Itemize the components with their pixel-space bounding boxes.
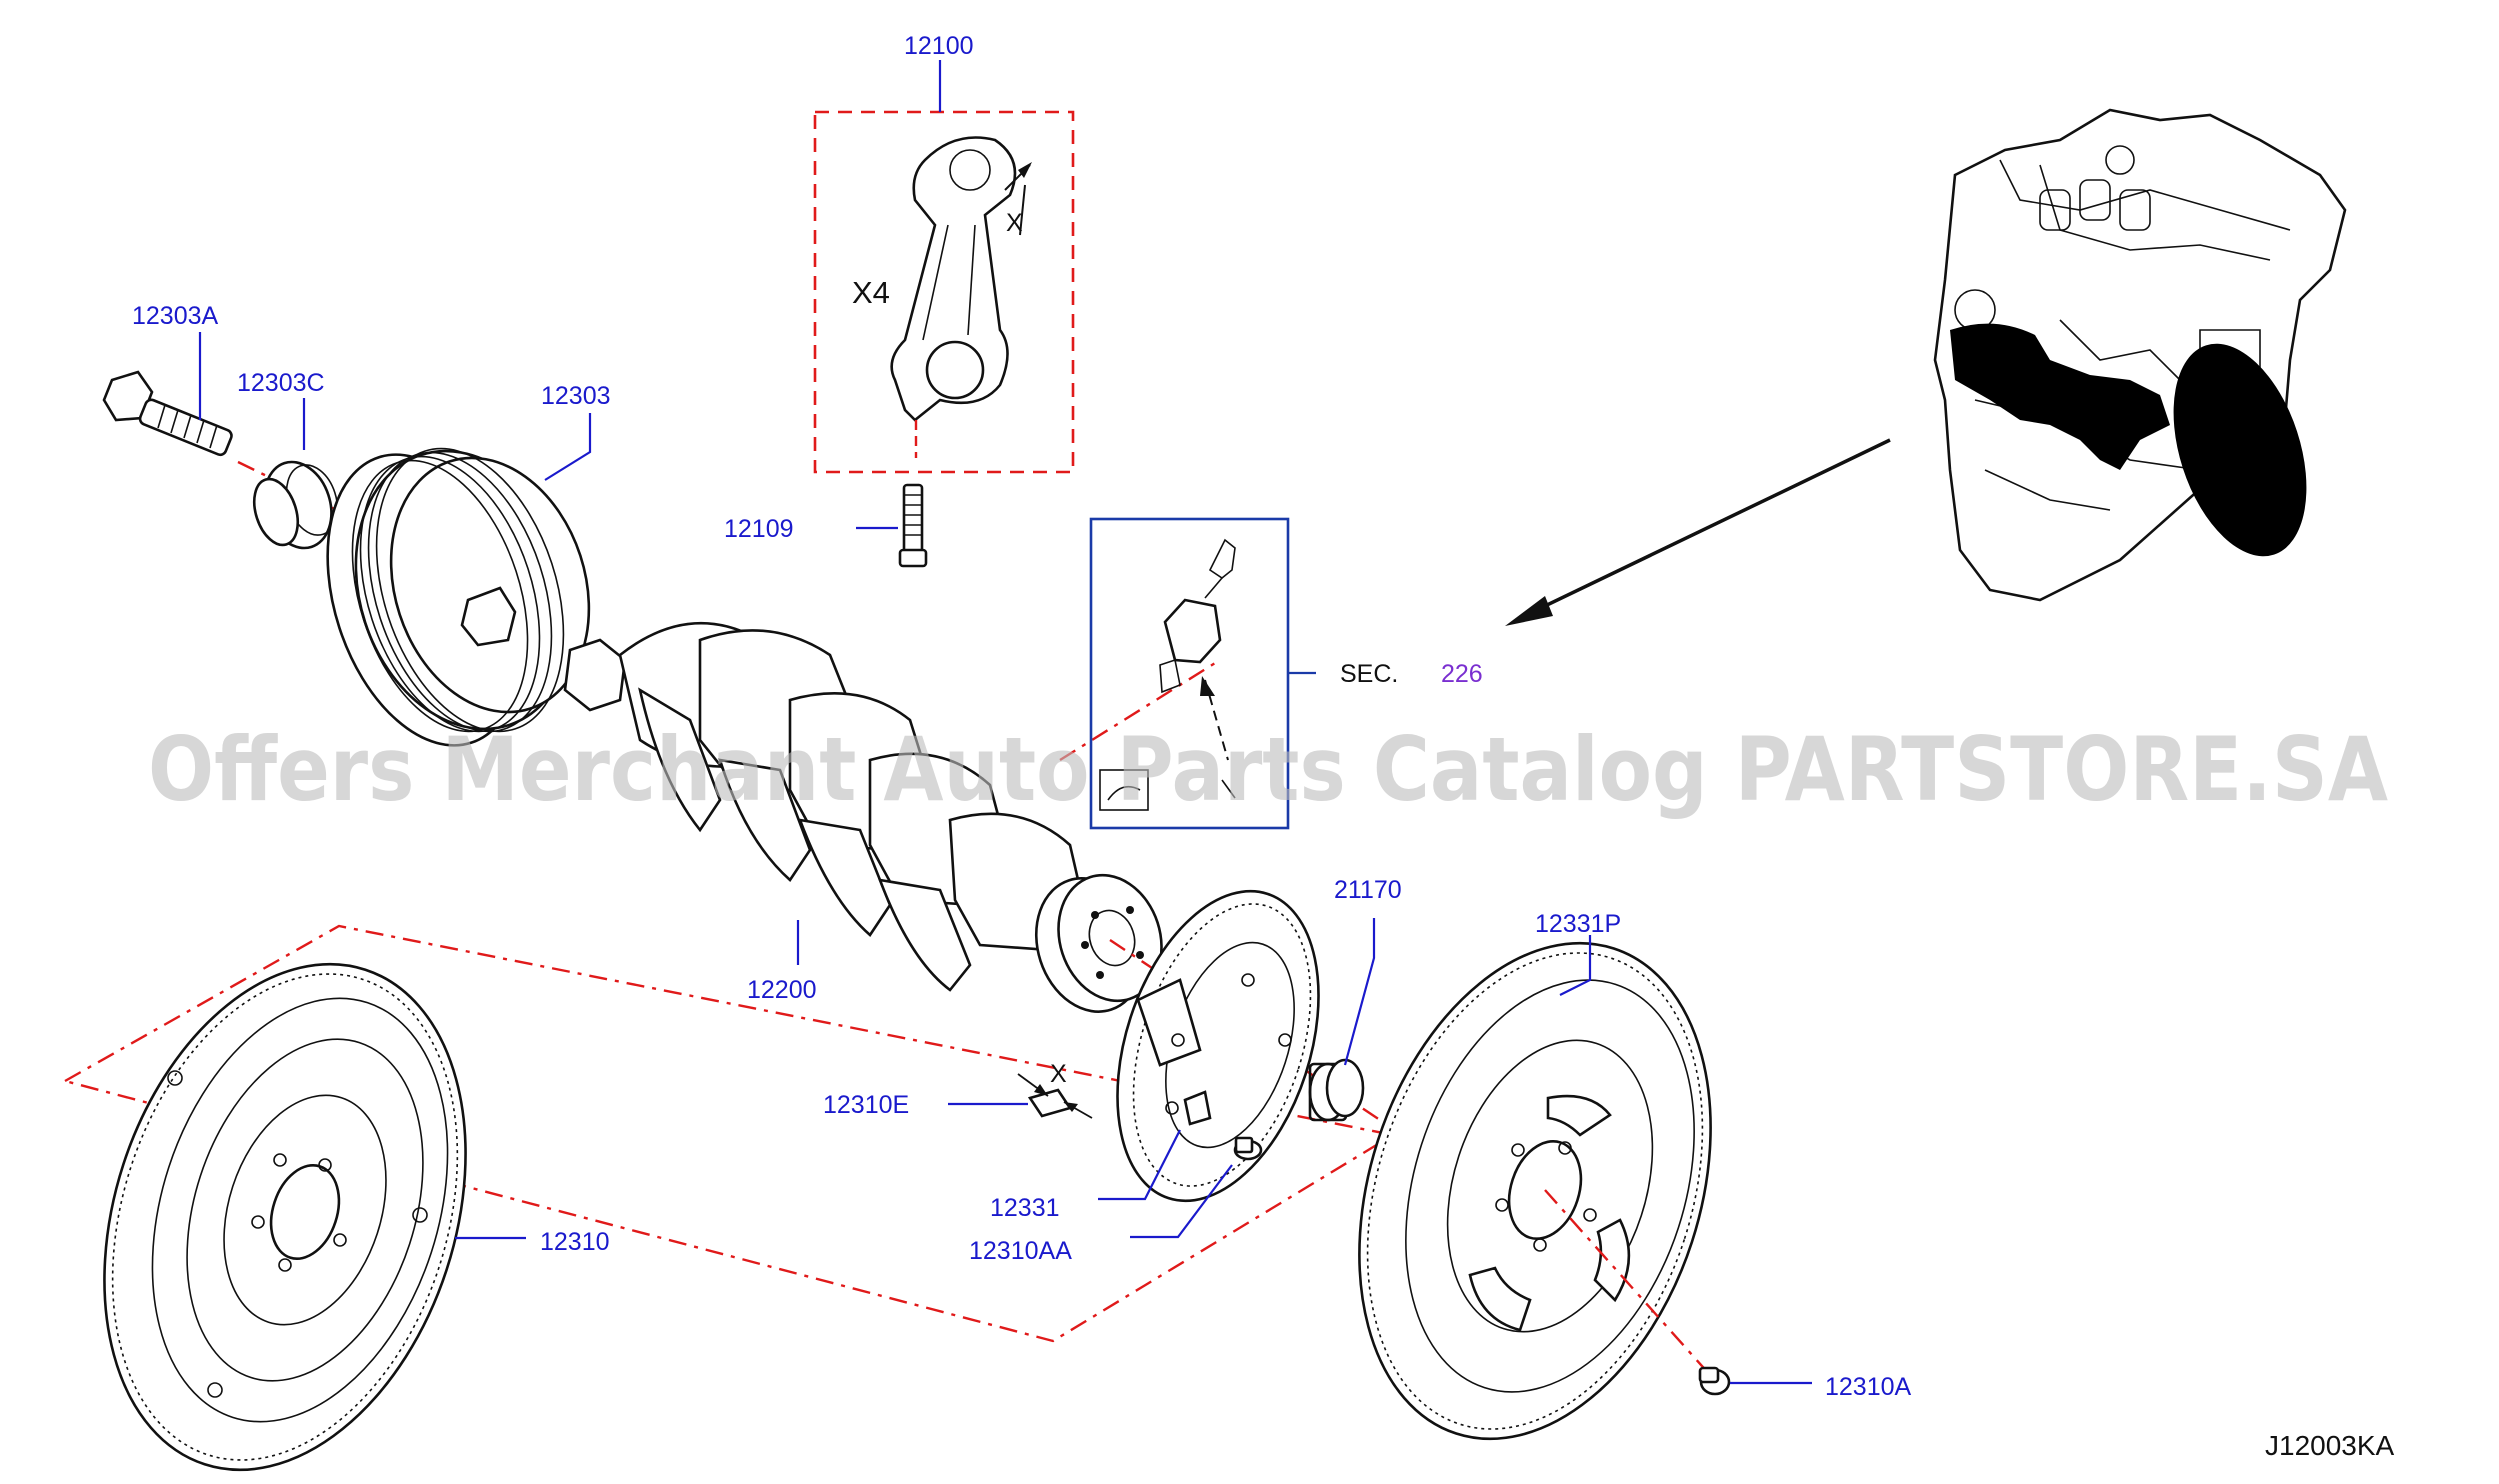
part-labels: 12100 12303A 12303C 12303 12109 X4 X SEC… [132,32,1912,1401]
section-226-detail [1089,517,1290,830]
label-12100[interactable]: 12100 [904,32,974,60]
pulley-bolt[interactable] [102,370,233,457]
dual-mass-flywheel[interactable] [1299,897,1770,1484]
crankshaft-pulley[interactable] [293,423,620,771]
label-12310E[interactable]: 12310E [823,1091,909,1119]
label-12200[interactable]: 12200 [747,976,817,1004]
drive-plate[interactable] [1081,865,1355,1226]
label-sec-226[interactable]: 226 [1441,660,1483,688]
drive-plate-bolt[interactable] [1233,1136,1263,1161]
crankshaft[interactable] [563,621,1177,1026]
pulley-washer[interactable] [246,453,345,556]
label-12310[interactable]: 12310 [540,1228,610,1256]
label-12310A[interactable]: 12310A [1825,1373,1912,1401]
engine-reference-illustration [1505,108,2347,626]
diagram-code: J12003KA [2265,1430,2395,1461]
label-21170[interactable]: 21170 [1334,876,1402,904]
connecting-rod-box [813,110,1075,474]
connecting-rod-group [813,110,1075,474]
label-x-rod: X [1006,209,1023,237]
pilot-bushing[interactable] [1308,1058,1365,1122]
label-12331P[interactable]: 12331P [1535,910,1621,938]
label-x4: X4 [852,275,890,310]
flywheel[interactable] [43,917,527,1484]
label-12303C[interactable]: 12303C [237,369,325,397]
label-12109[interactable]: 12109 [724,515,794,543]
leader-lines [198,60,1812,1385]
label-x-plate: X [1050,1060,1067,1088]
flywheel-bolt[interactable] [1698,1366,1731,1396]
drive-plate-reinforcement[interactable] [1183,1090,1212,1126]
connecting-rod[interactable] [890,136,1017,422]
watermark: Offers Merchant Auto Parts Catalog PARTS… [148,718,2388,821]
rod-bolt[interactable] [898,483,928,568]
reinforcement-plate[interactable] [1017,1073,1093,1119]
label-12331[interactable]: 12331 [990,1194,1060,1222]
label-sec: SEC. [1340,660,1398,688]
label-12303A[interactable]: 12303A [132,302,219,330]
label-12303[interactable]: 12303 [541,382,611,410]
label-12310AA[interactable]: 12310AA [969,1237,1072,1265]
